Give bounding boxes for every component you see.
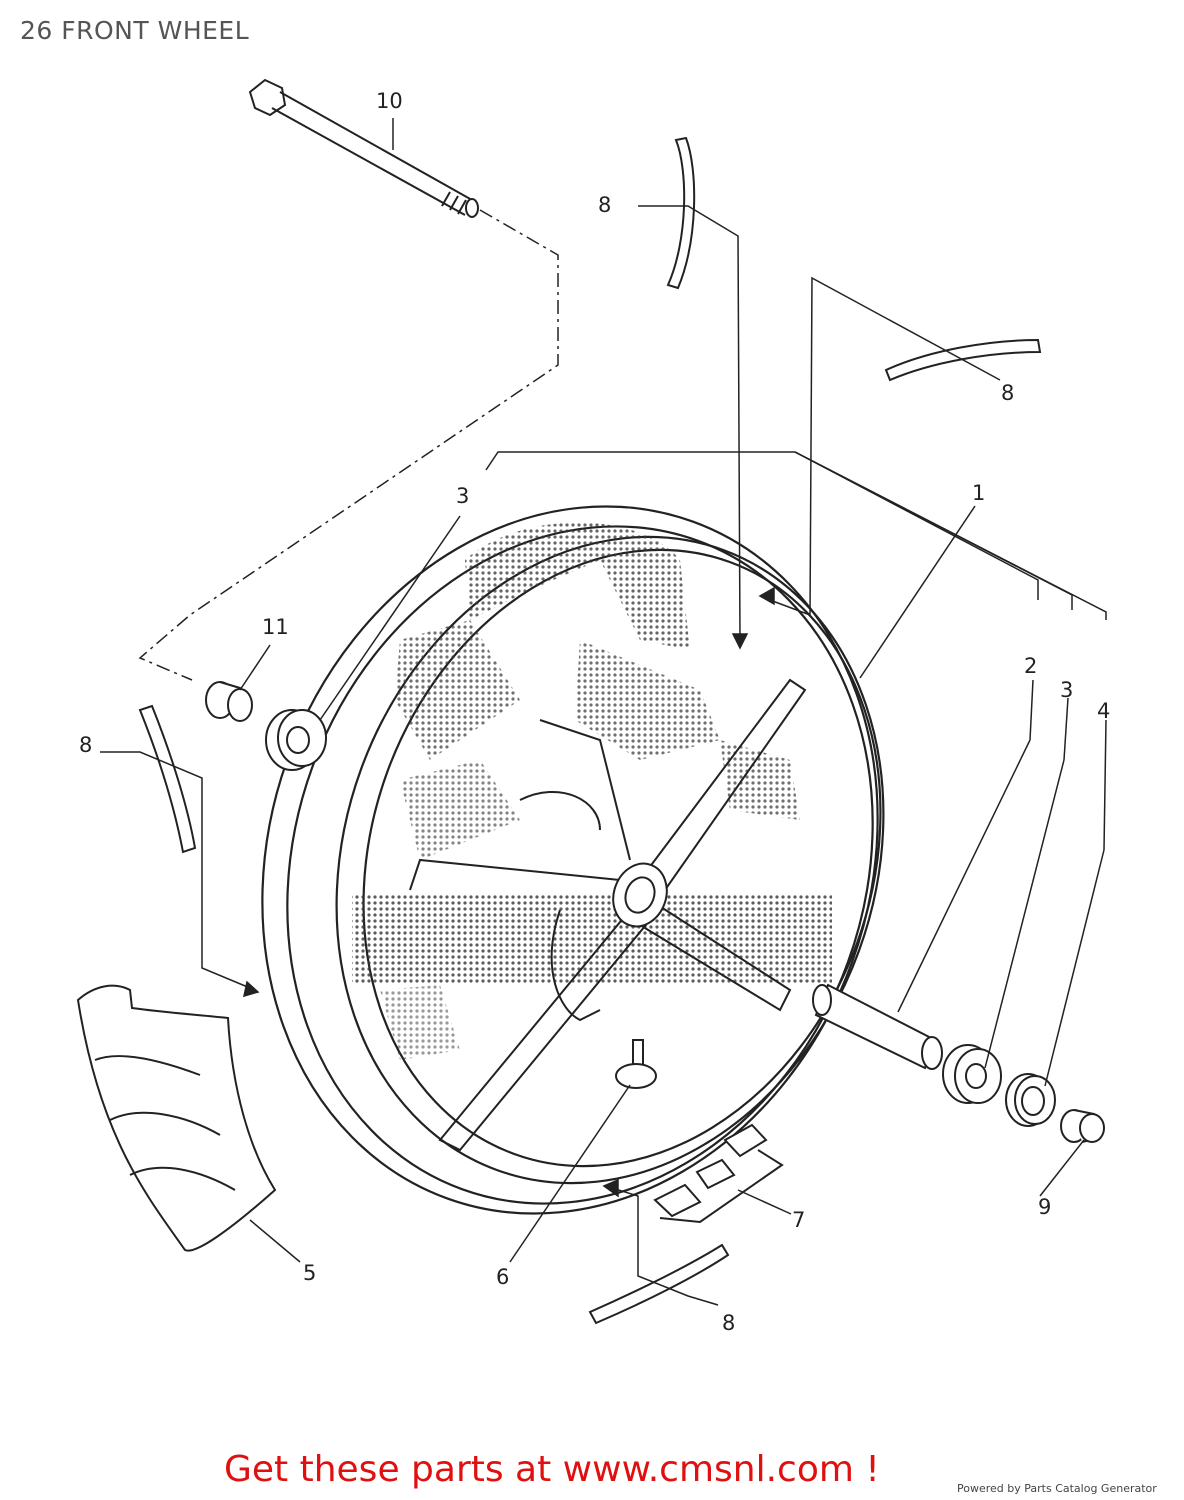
oil-seal[interactable] [1005,1073,1056,1127]
callout-8-top: 8 [598,193,611,217]
page-title: 26 FRONT WHEEL [20,16,250,45]
wheel-spokes [409,678,807,1152]
callout-8-bottom: 8 [722,1311,735,1335]
callout-1: 1 [972,481,985,505]
axle-centerline [138,209,559,681]
callout-2: 2 [1024,654,1037,678]
bearing-right[interactable] [942,1044,1002,1104]
callout-3-left: 3 [456,484,469,508]
cmsnl-link[interactable]: Get these parts at www.cmsnl.com ! [224,1449,880,1490]
axle-bolt[interactable] [248,78,479,218]
leader-lines [100,118,1107,1306]
wheel-hidden-detail [352,522,832,1060]
tire-valve[interactable] [615,1039,657,1089]
tire[interactable] [76,984,277,1252]
callout-9: 9 [1038,1195,1051,1219]
callout-11: 11 [262,615,289,639]
callout-5: 5 [303,1261,316,1285]
collar[interactable] [205,681,253,722]
bearing-left[interactable] [265,709,327,771]
balance-weights[interactable] [653,1123,784,1224]
wheel-hub [612,862,668,928]
callout-4: 4 [1097,699,1110,723]
callout-8-right: 8 [1001,381,1014,405]
callout-7: 7 [792,1208,805,1232]
collar-right[interactable] [1060,1109,1105,1143]
powered-by-credit: Powered by Parts Catalog Generator [957,1482,1157,1495]
callout-6: 6 [496,1265,509,1289]
callout-3-right: 3 [1060,678,1073,702]
spacer[interactable] [812,983,943,1070]
callout-10: 10 [376,89,403,113]
callout-8-left: 8 [79,733,92,757]
